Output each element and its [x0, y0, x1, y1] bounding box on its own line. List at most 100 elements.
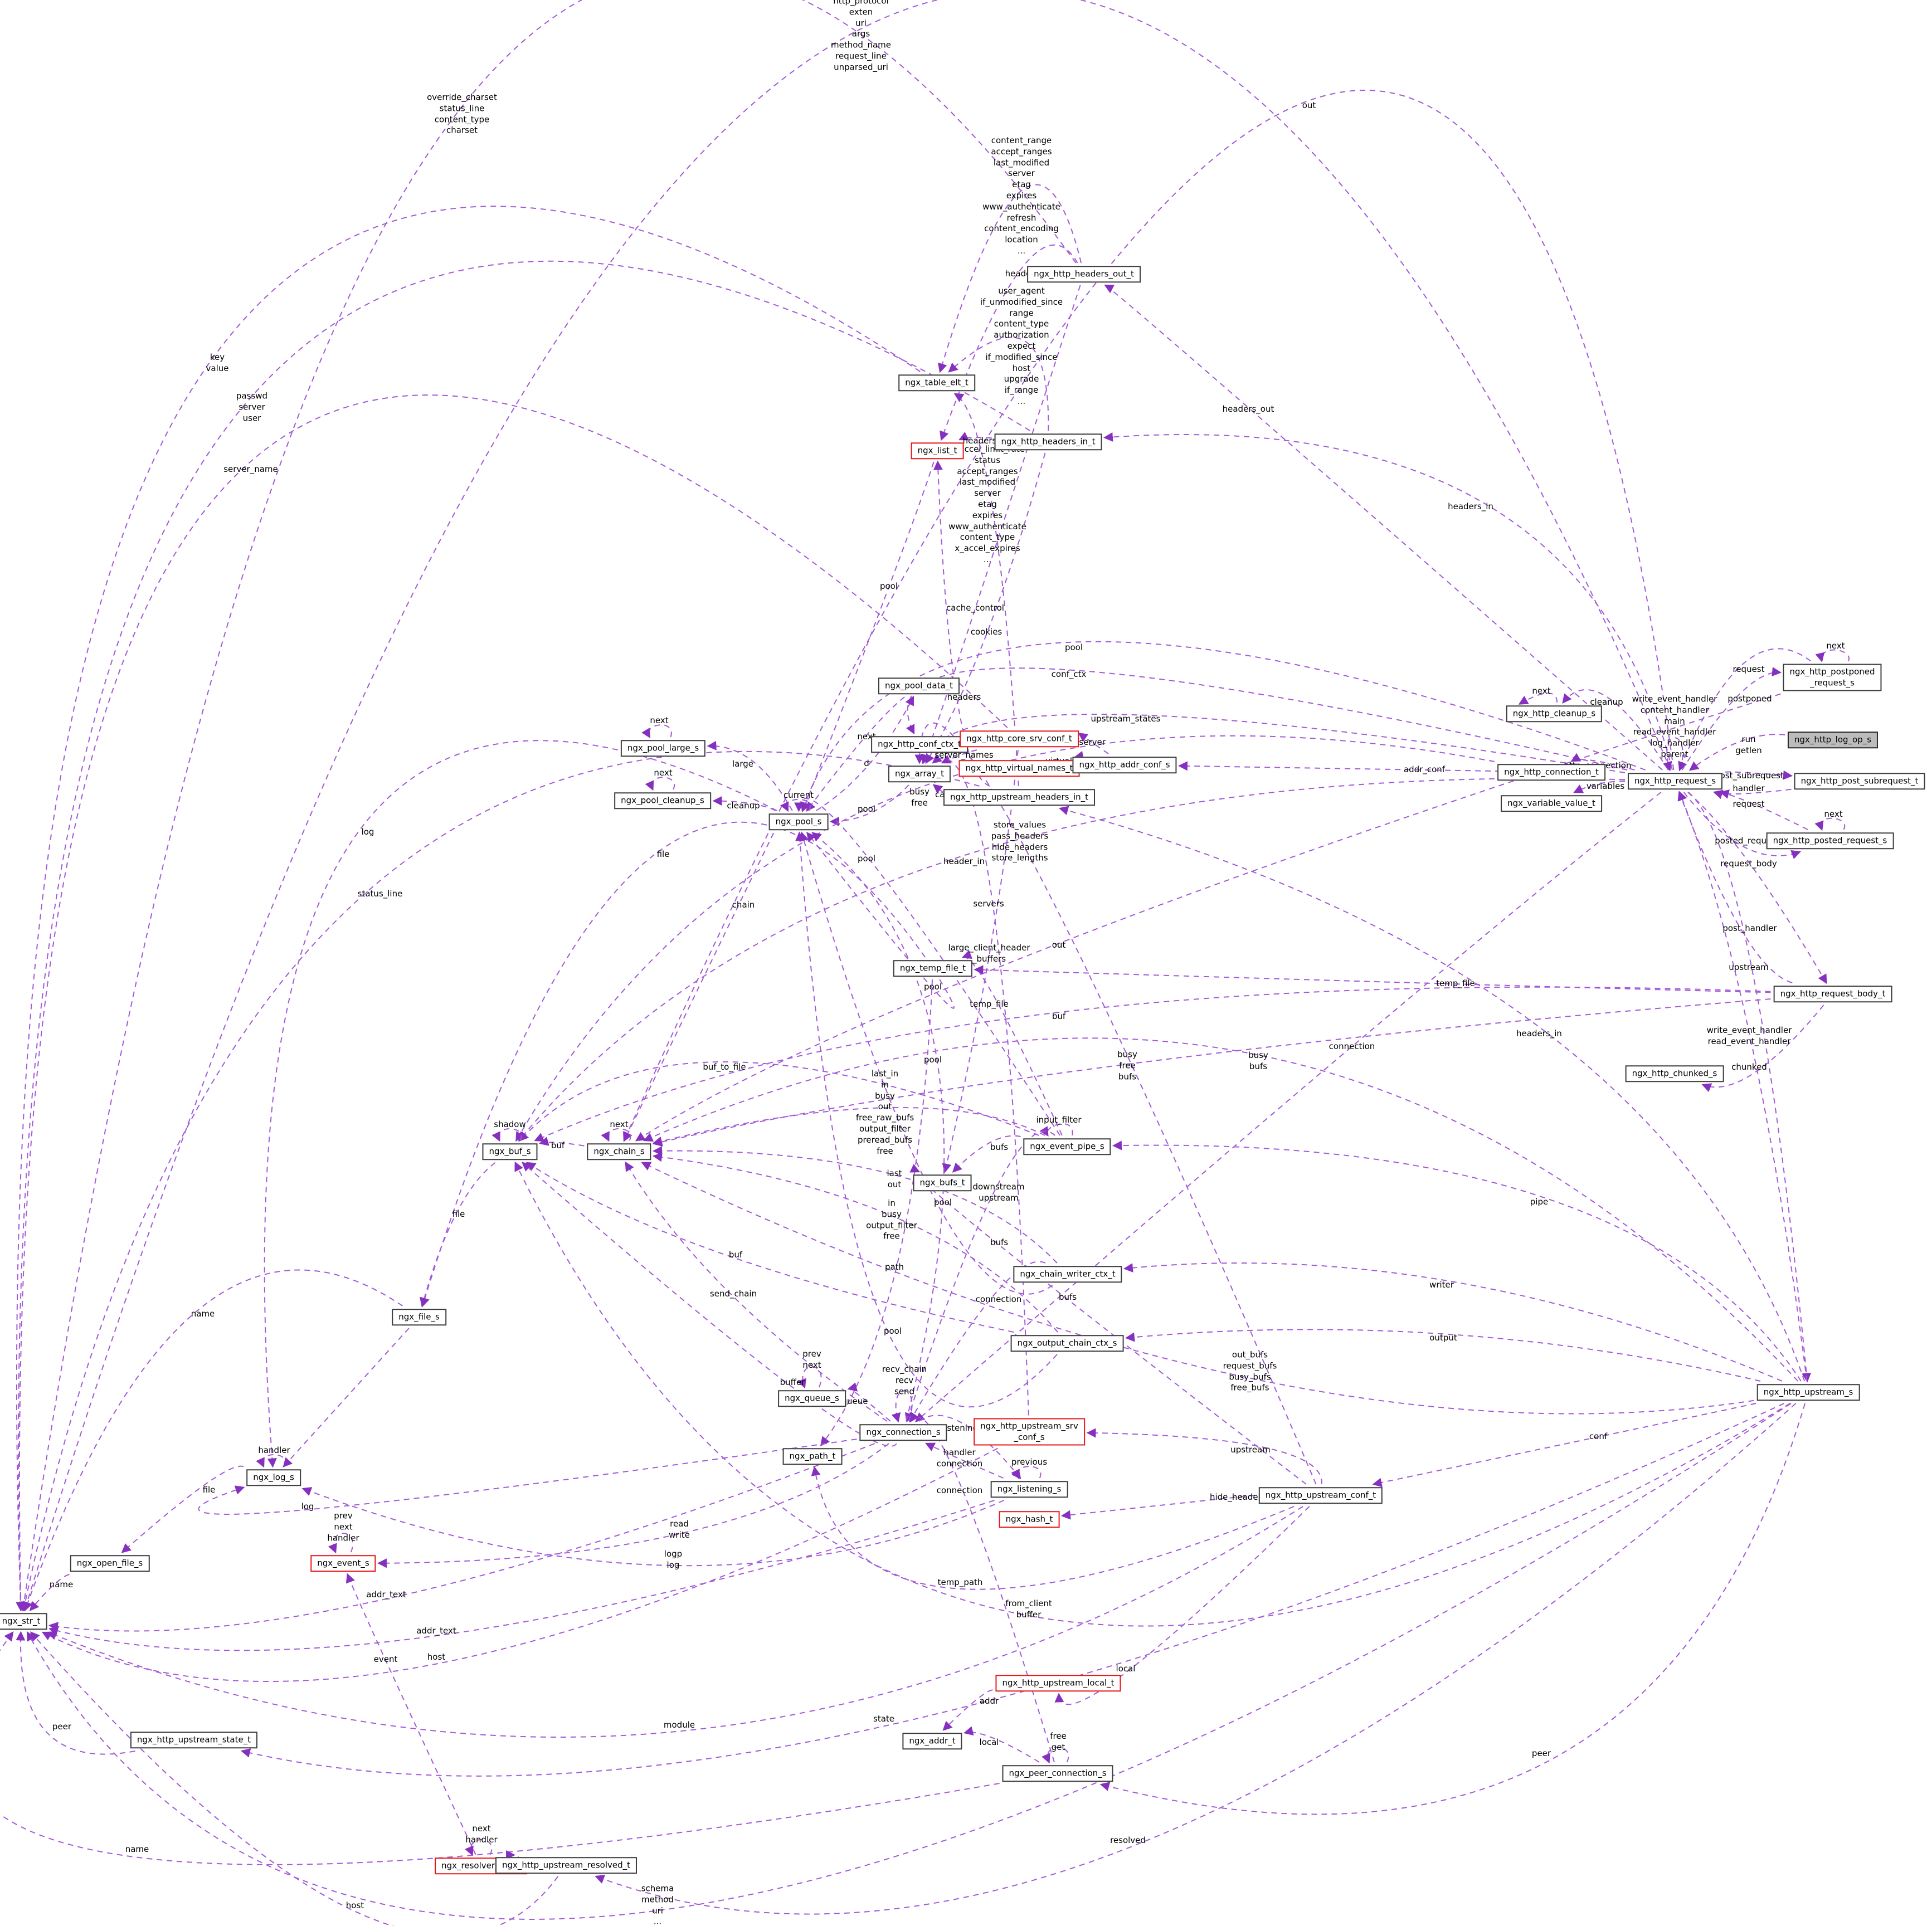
node-pool_data[interactable]: ngx_pool_data_t: [878, 677, 960, 694]
edge-request-str: [22, 0, 1671, 1612]
node-log[interactable]: ngx_log_s: [246, 1469, 301, 1486]
edge-request-headers_out: [1104, 284, 1663, 771]
edge-file-str: [23, 1269, 403, 1612]
edge-queue-queue: [797, 1366, 822, 1389]
edge-upstream_conf-str: [47, 1506, 1303, 1738]
edge-postponed-postponed: [1815, 649, 1850, 662]
node-array[interactable]: ngx_array_t: [888, 765, 951, 782]
edge-upstream_headers_in-str: [20, 750, 980, 1612]
edge-upstream_conf-bufs: [909, 1164, 1307, 1485]
node-temp_file[interactable]: ngx_temp_file_t: [893, 960, 973, 977]
edge-buf-buf: [491, 1128, 522, 1142]
edge-upstream_local-addr: [942, 1689, 993, 1731]
node-core_srv[interactable]: ngx_http_core_srv_conf_t: [960, 730, 1079, 747]
edge-event_pipe-connection: [904, 1130, 1055, 1423]
node-table_elt[interactable]: ngx_table_elt_t: [898, 374, 975, 391]
node-addr_conf[interactable]: ngx_http_addr_conf_s: [1072, 757, 1177, 773]
edge-output_chain-chain: [652, 1152, 1058, 1333]
node-upstream_srv[interactable]: ngx_http_upstream_srv _conf_s: [974, 1418, 1085, 1446]
edge-upstream-upstream_state: [240, 1403, 1785, 1777]
node-request[interactable]: ngx_http_request_s: [1627, 773, 1723, 789]
edge-upstream-request: [1678, 791, 1808, 1382]
edge-resolved-str: [30, 1631, 559, 1926]
node-resolved[interactable]: ngx_http_upstream_resolved_t: [495, 1857, 637, 1874]
edge-request-upstream: [1688, 792, 1812, 1383]
edge-output_chain-buf: [525, 1162, 1014, 1333]
edge-headers_out-array: [922, 285, 1081, 764]
edge-temp_file-pool: [806, 831, 955, 1009]
node-pool[interactable]: ngx_pool_s: [768, 813, 829, 830]
node-conf_ctx[interactable]: ngx_http_conf_ctx_t: [871, 736, 968, 753]
edge-headers_out-table_elt: [938, 184, 1082, 373]
node-chain_writer[interactable]: ngx_chain_writer_ctx_t: [1013, 1266, 1122, 1283]
node-postponed[interactable]: ngx_http_postponed _request_s: [1783, 664, 1882, 691]
node-chunked[interactable]: ngx_http_chunked_s: [1625, 1065, 1724, 1082]
node-upstream_local[interactable]: ngx_http_upstream_local_t: [995, 1675, 1121, 1691]
edge-log-open_file: [121, 1465, 244, 1553]
node-virtual_names[interactable]: ngx_http_virtual_names_t: [958, 760, 1080, 777]
edge-event_pipe-buf: [519, 1061, 1039, 1142]
edge-connection-buf: [521, 1162, 897, 1447]
edge-table_elt-str: [16, 206, 921, 1612]
edge-request-headers_in: [1103, 432, 1673, 771]
edge-connection-chain: [625, 1161, 888, 1422]
edge-resolver-event: [345, 1573, 476, 1855]
node-headers_out[interactable]: ngx_http_headers_out_t: [1027, 266, 1141, 282]
node-upstream[interactable]: ngx_http_upstream_s: [1756, 1384, 1860, 1401]
node-bufs[interactable]: ngx_bufs_t: [913, 1174, 972, 1191]
node-log_op[interactable]: ngx_http_log_op_s: [1787, 732, 1879, 748]
node-peer_connection[interactable]: ngx_peer_connection_s: [1002, 1765, 1113, 1782]
node-open_file[interactable]: ngx_open_file_s: [70, 1555, 150, 1572]
node-output_chain[interactable]: ngx_output_chain_ctx_s: [1010, 1335, 1124, 1352]
edge-upstream_srv-array: [932, 754, 1029, 1416]
node-posted_request[interactable]: ngx_http_posted_request_s: [1766, 832, 1894, 849]
node-buf[interactable]: ngx_buf_s: [482, 1143, 538, 1160]
node-connection[interactable]: ngx_connection_s: [859, 1424, 947, 1441]
edge-peer_connection-peer_connection: [1042, 1747, 1069, 1764]
edge-postponed-chain: [635, 693, 1781, 1142]
node-pool_cleanup[interactable]: ngx_pool_cleanup_s: [614, 792, 711, 809]
node-upstream_headers_in[interactable]: ngx_http_upstream_headers_in_t: [943, 789, 1096, 806]
node-upstream_conf[interactable]: ngx_http_upstream_conf_t: [1258, 1487, 1383, 1504]
edge-headers_in-list: [958, 431, 992, 441]
node-pool_large[interactable]: ngx_pool_large_s: [620, 740, 706, 757]
node-listening[interactable]: ngx_listening_s: [990, 1481, 1068, 1498]
node-post_subrequest[interactable]: ngx_http_post_subrequest_t: [1794, 773, 1925, 789]
node-file[interactable]: ngx_file_s: [392, 1309, 446, 1325]
edge-upstream-peer_connection: [1099, 1403, 1806, 1815]
node-list[interactable]: ngx_list_t: [911, 442, 964, 459]
edge-connection-str: [48, 1443, 875, 1632]
edge-temp_file-path: [820, 979, 933, 1447]
edge-request_body-chain: [653, 998, 1771, 1147]
node-addr[interactable]: ngx_addr_t: [902, 1733, 962, 1749]
edge-http_connection-addr_conf: [1177, 761, 1511, 772]
node-hash[interactable]: ngx_hash_t: [999, 1511, 1060, 1528]
node-http_connection[interactable]: ngx_http_connection_t: [1497, 764, 1605, 781]
node-path[interactable]: ngx_path_t: [782, 1448, 843, 1465]
node-request_body[interactable]: ngx_http_request_body_t: [1773, 986, 1892, 1002]
node-event_pipe[interactable]: ngx_event_pipe_s: [1023, 1138, 1111, 1155]
edge-headers_in-str: [16, 260, 1030, 1612]
edge-open_file-str: [29, 1574, 70, 1611]
edge-listening-listening: [1011, 1466, 1042, 1480]
edge-http_cleanup-http_cleanup: [1518, 693, 1558, 705]
edge-chain_writer-pool: [799, 831, 1053, 1295]
edge-chain-buf: [539, 1137, 585, 1147]
node-chain[interactable]: ngx_chain_s: [587, 1143, 651, 1160]
edge-request-http_connection: [1570, 753, 1635, 771]
edge-pool_data-pool: [806, 696, 905, 812]
edge-event-event: [328, 1533, 353, 1554]
edge-upstream-upstream_headers_in: [1058, 806, 1806, 1382]
edge-request-http_cleanup: [1562, 689, 1669, 771]
node-variable_value[interactable]: ngx_variable_value_t: [1501, 795, 1602, 812]
node-http_cleanup[interactable]: ngx_http_cleanup_s: [1506, 705, 1603, 722]
node-headers_in[interactable]: ngx_http_headers_in_t: [994, 433, 1102, 450]
node-queue[interactable]: ngx_queue_s: [778, 1390, 846, 1407]
node-str[interactable]: ngx_str_t: [0, 1613, 47, 1630]
node-upstream_state[interactable]: ngx_http_upstream_state_t: [130, 1732, 258, 1748]
edge-resolver-resolver: [465, 1839, 493, 1856]
node-event[interactable]: ngx_event_s: [310, 1555, 376, 1572]
edge-headers_in-array: [925, 452, 1046, 764]
